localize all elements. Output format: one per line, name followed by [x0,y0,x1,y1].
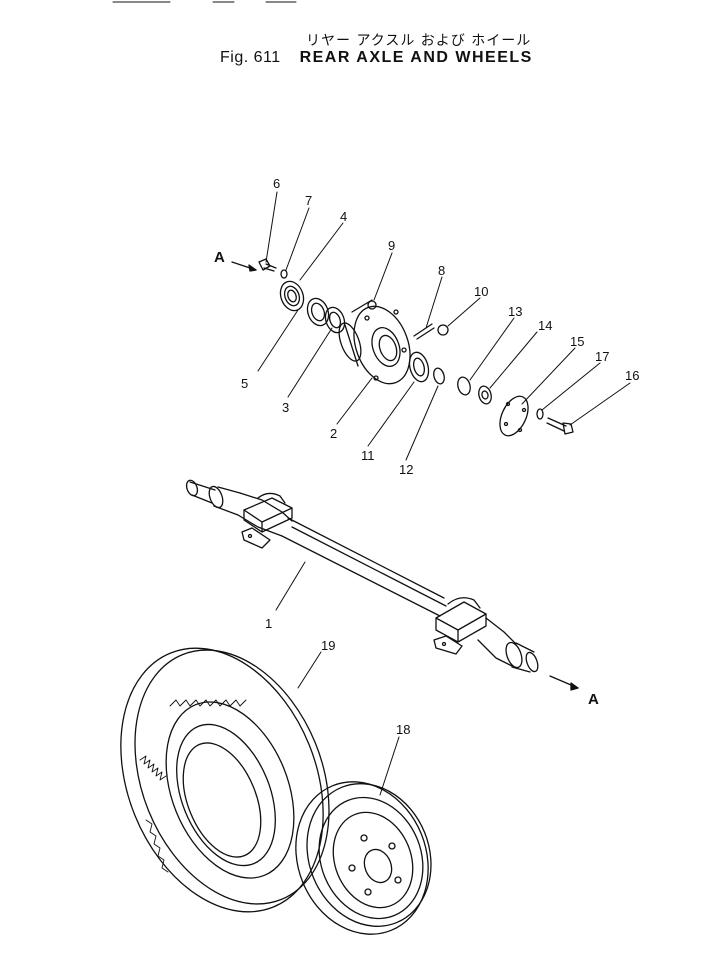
callout-4: 4 [340,209,347,224]
view-label-a-lower: A [588,691,599,708]
callout-9: 9 [388,238,395,253]
callout-11: 11 [361,448,375,463]
nut-9 [367,300,377,310]
callout-3: 3 [282,400,289,415]
wheel-hub-2 [338,299,411,385]
bearing-11 [408,351,430,383]
ring-12 [433,367,445,385]
callout-8: 8 [438,263,445,278]
callout-15: 15 [570,334,584,349]
bolt-16 [546,417,574,435]
callout-12: 12 [399,462,413,477]
bearing-3 [324,306,346,334]
bolt-6 [258,258,277,272]
title-japanese: リヤー アクスル および ホイール [306,33,532,49]
callout-19: 19 [321,638,335,653]
leader-lines [257,191,631,796]
callout-10: 10 [474,284,488,299]
washer-7 [280,269,288,279]
callout-18: 18 [396,722,410,737]
view-marker-upper: A [214,249,257,272]
callout-7: 7 [305,193,312,208]
wheel-rim-18 [295,781,432,935]
rear-axle-1 [185,479,539,673]
tire-19 [120,647,330,913]
callout-14: 14 [538,318,552,333]
figure-title: Fig. 611 REAR AXLE AND WHEELS [220,49,533,67]
callout-2: 2 [330,426,337,441]
nut-14 [478,385,492,405]
callout-5: 5 [241,376,248,391]
view-marker-lower: A [549,675,599,708]
callout-labels: 1 2 3 4 5 6 7 8 9 10 11 12 13 14 15 16 1… [241,176,639,737]
oil-seal-4 [279,280,305,312]
callout-1: 1 [265,616,272,631]
figure-number: Fig. 611 [220,49,281,66]
bearing-5 [306,297,330,327]
stud-8 [413,323,435,340]
figure-name: REAR AXLE AND WHEELS [299,49,533,66]
lock-washer-13 [457,376,471,396]
callout-16: 16 [625,368,639,383]
callout-6: 6 [273,176,280,191]
callout-17: 17 [595,349,609,364]
washer-17 [536,408,544,420]
callout-13: 13 [508,304,522,319]
hub-cap-15 [499,395,529,437]
nut-10 [437,324,449,336]
view-label-a-upper: A [214,249,225,266]
